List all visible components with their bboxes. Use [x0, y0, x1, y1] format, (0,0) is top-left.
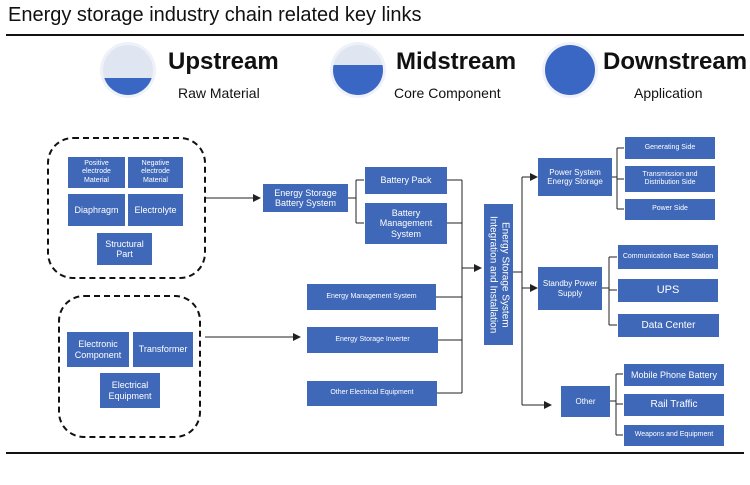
downstream-level-fill [545, 45, 595, 95]
midstream-level-fill [333, 65, 383, 95]
weapons-and-equipment-node: Weapons and Equipment [624, 425, 724, 446]
upstream-level-icon [103, 45, 153, 95]
data-center-node: Data Center [618, 314, 719, 337]
electrical-equipment-node: Electrical Equipment [100, 373, 160, 408]
other-application-node: Other [561, 386, 610, 417]
battery-pack-node: Battery Pack [365, 167, 447, 194]
midstream-title: Midstream [396, 48, 517, 75]
energy-management-system-node: Energy Management System [307, 284, 436, 310]
energy-storage-battery-system-node: Energy Storage Battery System [263, 184, 348, 212]
bottom-divider [6, 452, 744, 454]
transmission-distribution-side-node: Transmission and Distribution Side [625, 166, 715, 192]
negative-electrode-material-node: Negative electrode Material [128, 157, 183, 188]
upstream-title: Upstream [168, 48, 279, 75]
other-electrical-equipment-node: Other Electrical Equipment [307, 381, 437, 406]
diaphragm-node: Diaphragm [68, 194, 125, 226]
system-integration-node: Energy Storage System Integration and In… [484, 204, 513, 345]
midstream-subtitle: Core Component [394, 85, 501, 101]
midstream-level-icon [333, 45, 383, 95]
upstream-group-battery-materials [47, 137, 206, 279]
electronic-component-node: Electronic Component [67, 332, 129, 367]
mobile-phone-battery-node: Mobile Phone Battery [624, 364, 724, 386]
downstream-subtitle: Application [634, 85, 703, 101]
battery-management-system-node: Battery Management System [365, 203, 447, 244]
standby-power-supply-node: Standby Power Supply [538, 267, 602, 310]
power-side-node: Power Side [625, 199, 715, 220]
generating-side-node: Generating Side [625, 137, 715, 159]
positive-electrode-material-node: Positive electrode Material [68, 157, 125, 188]
page-title: Energy storage industry chain related ke… [8, 4, 422, 26]
communication-base-station-node: Communication Base Station [618, 245, 718, 269]
upstream-group-electrical [58, 295, 201, 438]
downstream-title: Downstream [603, 48, 748, 75]
ups-node: UPS [618, 279, 718, 302]
structural-part-node: Structural Part [97, 233, 152, 265]
top-divider [6, 34, 744, 36]
energy-storage-inverter-node: Energy Storage Inverter [307, 327, 438, 353]
upstream-subtitle: Raw Material [178, 85, 260, 101]
rail-traffic-node: Rail Traffic [624, 394, 724, 416]
downstream-level-icon [545, 45, 595, 95]
power-system-energy-storage-node: Power System Energy Storage [538, 158, 612, 196]
electrolyte-node: Electrolyte [128, 194, 183, 226]
transformer-node: Transformer [133, 332, 193, 367]
upstream-level-fill [103, 77, 153, 95]
